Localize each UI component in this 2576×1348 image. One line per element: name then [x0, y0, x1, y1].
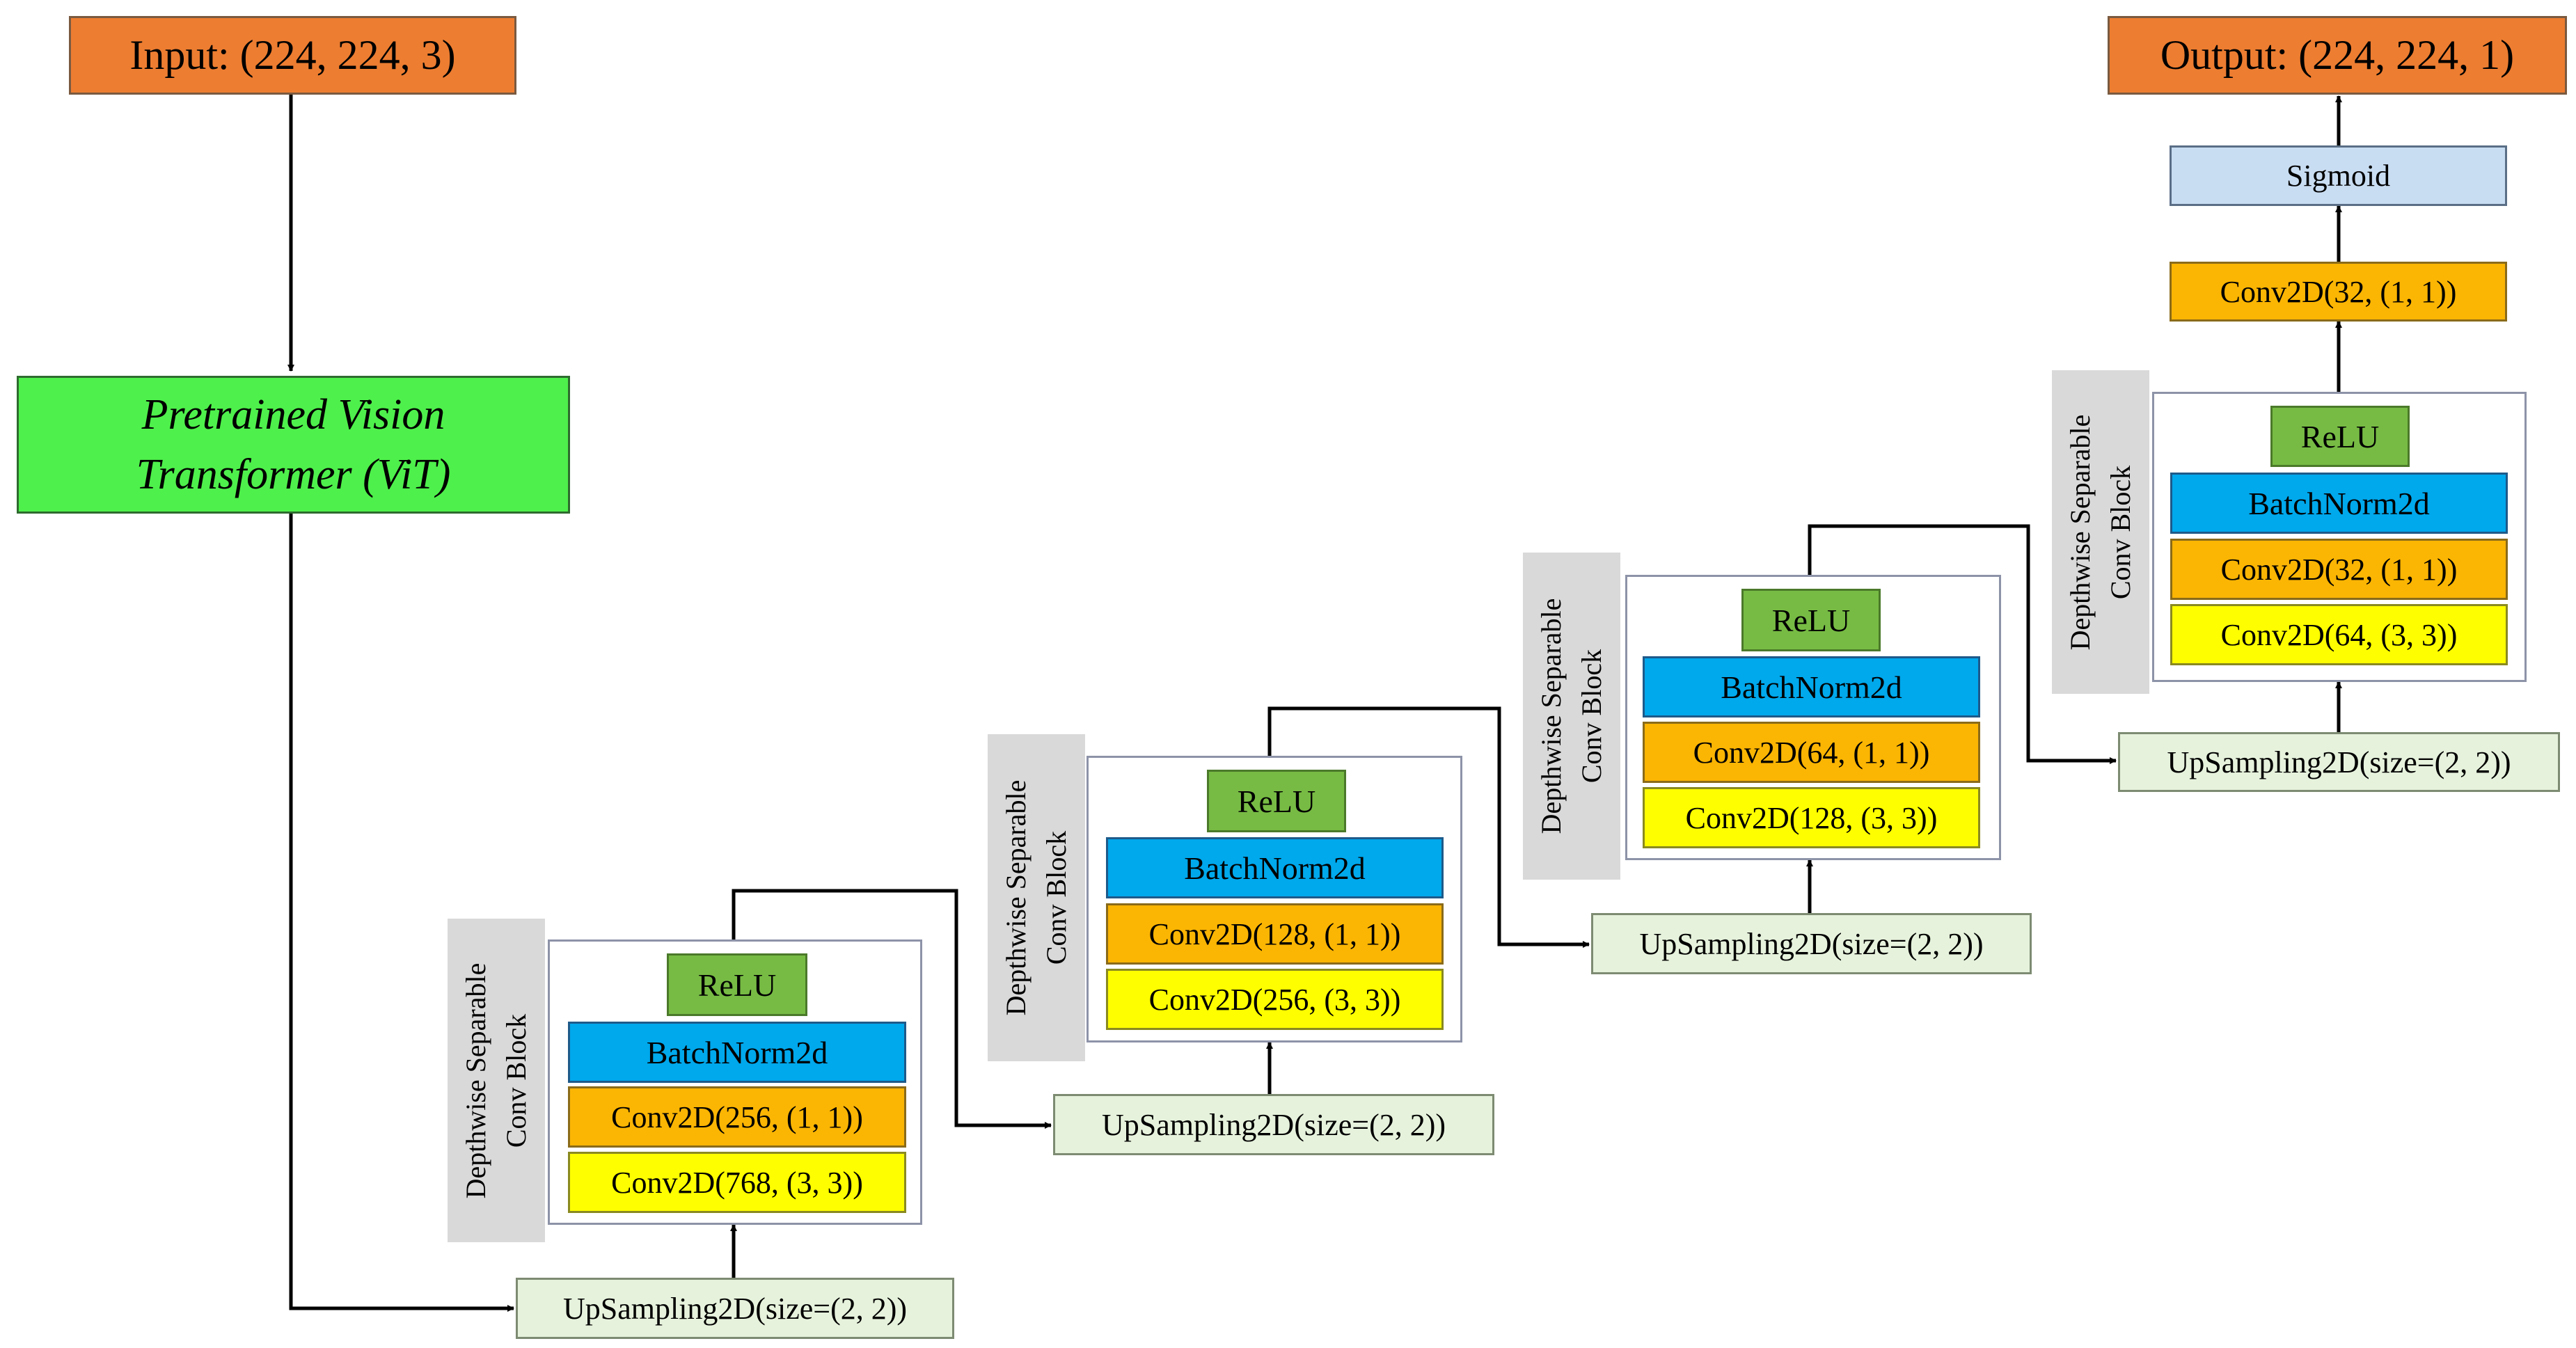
block-4-relu: ReLU — [2270, 406, 2410, 467]
vit-node: Pretrained Vision Transformer (ViT) — [17, 376, 570, 514]
block-1-label: Depthwise Separable Conv Block — [448, 919, 545, 1242]
block-2-conv-depthwise: Conv2D(256, (3, 3)) — [1106, 969, 1444, 1030]
output-node: Output: (224, 224, 1) — [2108, 16, 2567, 95]
block-1-conv-pointwise: Conv2D(256, (1, 1)) — [568, 1086, 906, 1148]
block-4-label: Depthwise Separable Conv Block — [2052, 370, 2149, 694]
block-3-batchnorm: BatchNorm2d — [1643, 656, 1980, 717]
block-4-conv-pointwise: Conv2D(32, (1, 1)) — [2170, 539, 2508, 600]
block-3-label-line-2: Conv Block — [1576, 649, 1607, 784]
sigmoid-node: Sigmoid — [2170, 145, 2507, 206]
arrow-block-2-to-upsampling-3 — [1267, 706, 1590, 948]
block-1-batchnorm: BatchNorm2d — [568, 1022, 906, 1083]
block-2-label-line-2: Conv Block — [1041, 830, 1072, 965]
block-2-label-line-1: Depthwise Separable — [1000, 779, 1032, 1016]
block-3-relu: ReLU — [1741, 589, 1881, 651]
block-3-label: Depthwise Separable Conv Block — [1523, 553, 1620, 880]
block-4-batchnorm: BatchNorm2d — [2170, 473, 2508, 534]
block-2-conv-pointwise: Conv2D(128, (1, 1)) — [1106, 903, 1444, 965]
block-2-label: Depthwise Separable Conv Block — [988, 734, 1085, 1061]
block-4-label-line-1: Depthwise Separable — [2064, 414, 2096, 650]
arrow-block-1-to-upsampling-2 — [732, 889, 1052, 1129]
block-3-conv-pointwise: Conv2D(64, (1, 1)) — [1643, 722, 1980, 783]
block-2-batchnorm: BatchNorm2d — [1106, 837, 1444, 898]
block-2-relu: ReLU — [1207, 770, 1346, 832]
arrow-block-3-to-upsampling-4 — [1808, 524, 2117, 764]
block-1-label-line-1: Depthwise Separable — [460, 962, 491, 1198]
block-1-conv-depthwise: Conv2D(768, (3, 3)) — [568, 1152, 906, 1213]
block-3-label-line-1: Depthwise Separable — [1535, 598, 1567, 834]
block-3-conv-depthwise: Conv2D(128, (3, 3)) — [1643, 787, 1980, 848]
block-1-label-line-2: Conv Block — [500, 1013, 532, 1148]
block-4-conv-depthwise: Conv2D(64, (3, 3)) — [2170, 604, 2508, 665]
block-4-label-line-2: Conv Block — [2105, 465, 2136, 599]
final-conv-node: Conv2D(32, (1, 1)) — [2170, 262, 2507, 322]
block-4-upsampling: UpSampling2D(size=(2, 2)) — [2118, 732, 2560, 792]
arrow-vit-to-upsampling-1 — [289, 514, 514, 1312]
vit-label-line-1: Pretrained Vision — [141, 391, 445, 438]
block-1-upsampling: UpSampling2D(size=(2, 2)) — [516, 1278, 954, 1339]
vit-label-line-2: Transformer (ViT) — [136, 451, 451, 498]
block-1-relu: ReLU — [667, 953, 807, 1016]
input-node: Input: (224, 224, 3) — [69, 16, 516, 95]
block-3-upsampling: UpSampling2D(size=(2, 2)) — [1591, 913, 2032, 974]
block-2-upsampling: UpSampling2D(size=(2, 2)) — [1053, 1094, 1494, 1155]
